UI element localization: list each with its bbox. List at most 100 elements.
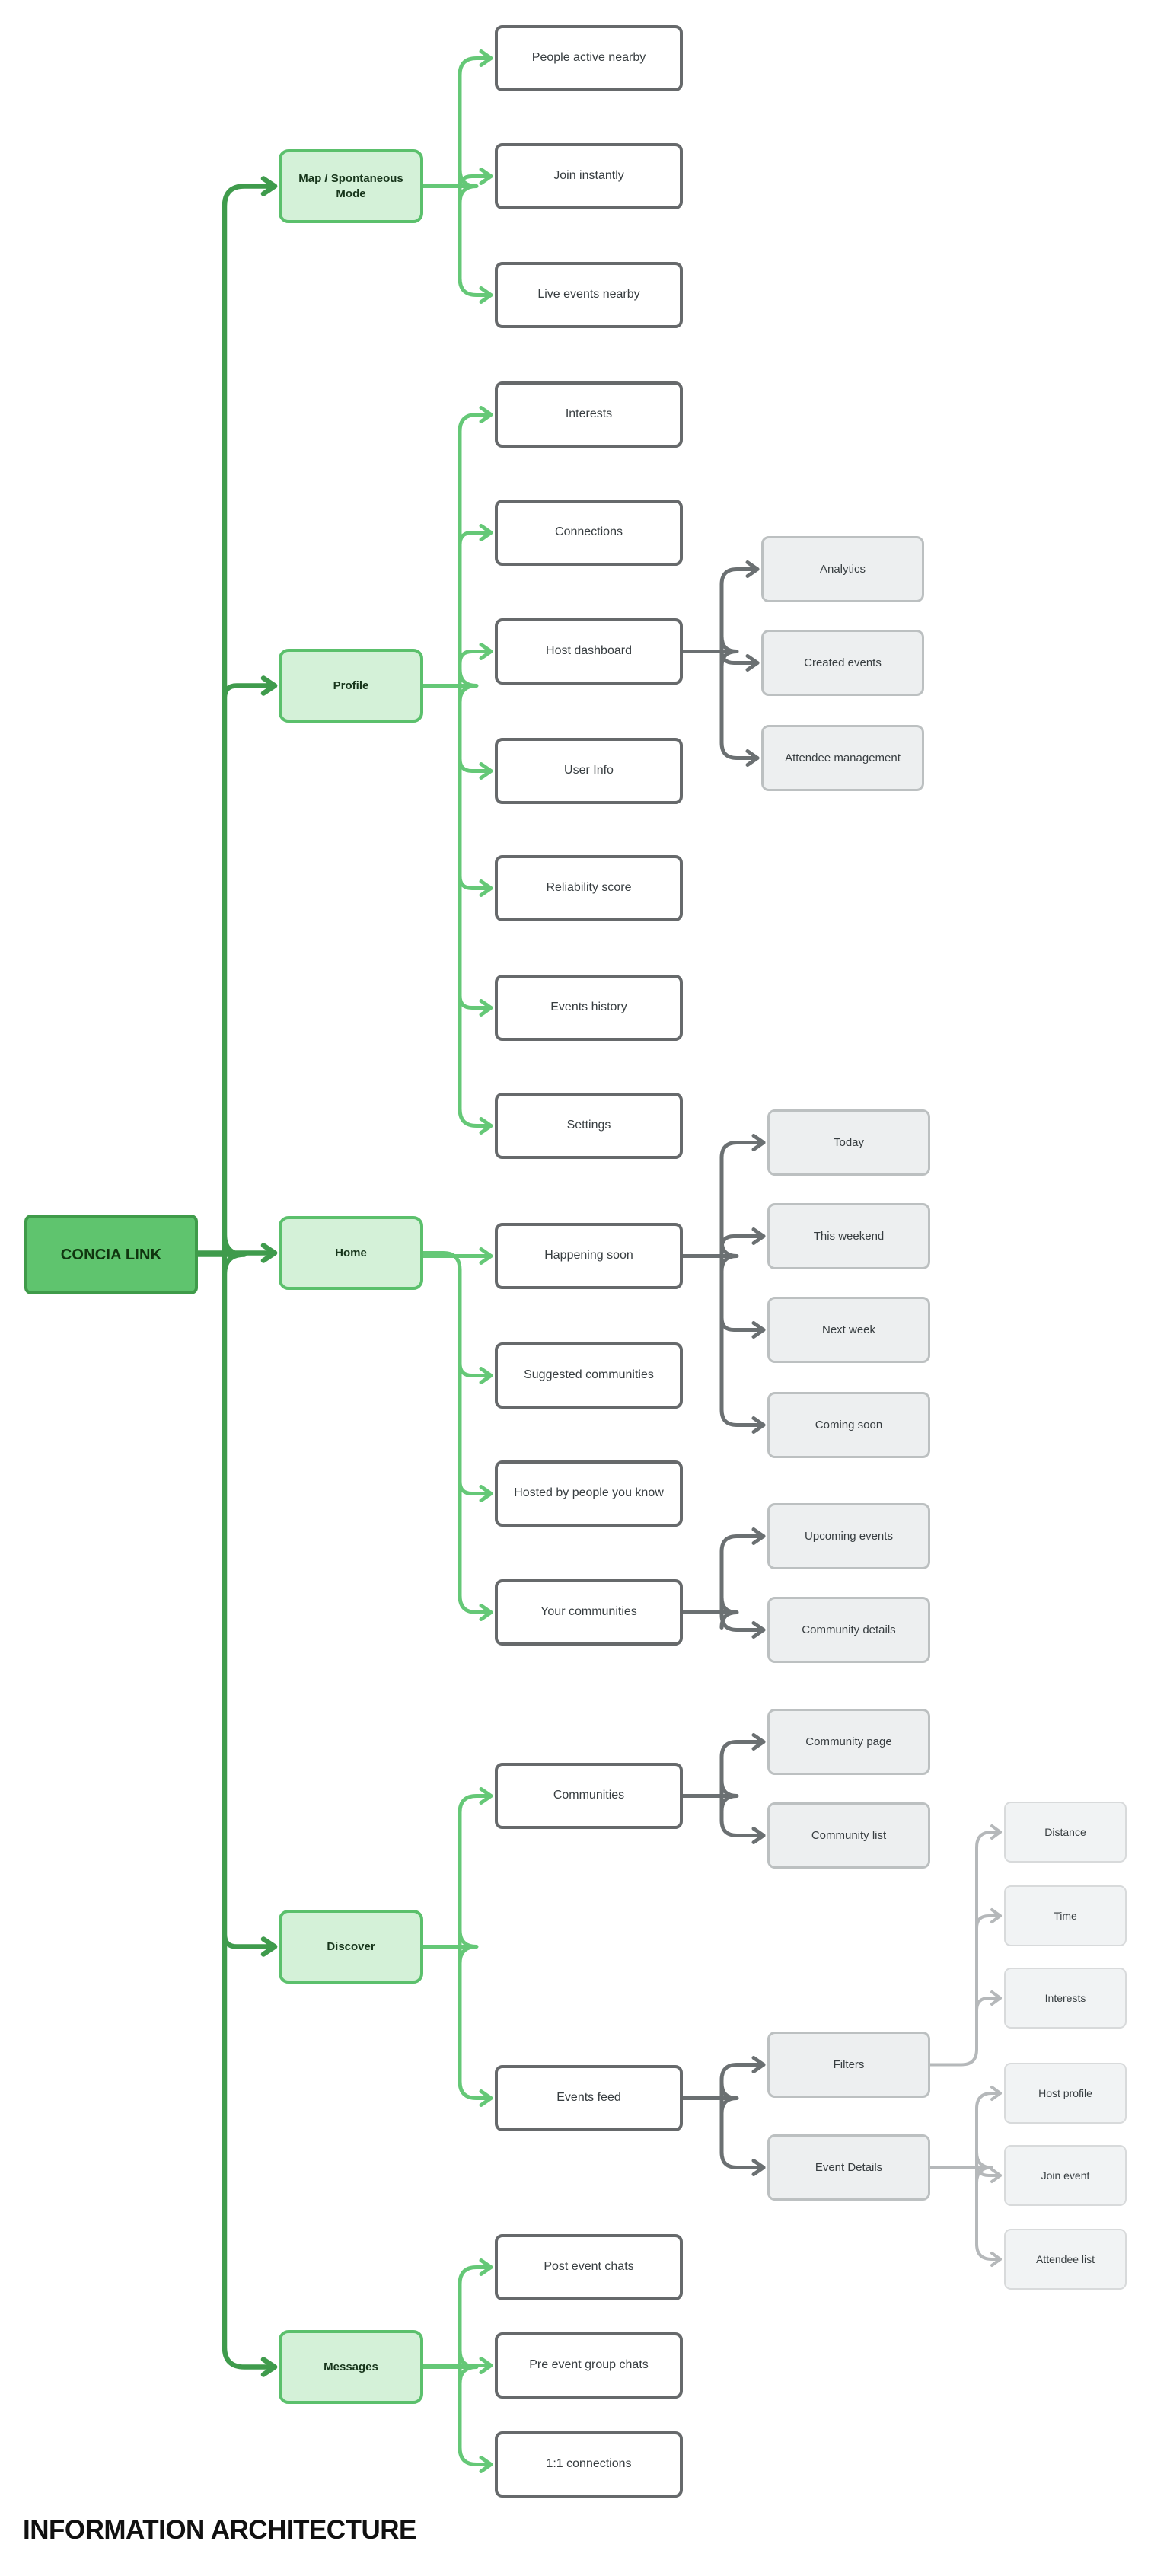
node-home: Home	[279, 1216, 423, 1290]
node-label: Attendee list	[1035, 2252, 1095, 2265]
node-label: Filters	[833, 2057, 865, 2071]
node-community-page: Community page	[767, 1709, 930, 1775]
node-events-feed: Events feed	[495, 2065, 683, 2131]
node-happening-soon: Happening soon	[495, 1223, 683, 1289]
connector	[195, 184, 278, 2370]
node-attendee-list: Attendee list	[1004, 2229, 1127, 2290]
connector	[929, 2092, 1002, 2261]
connector	[421, 56, 493, 297]
node-profile: Profile	[279, 649, 423, 723]
node-label: Community page	[805, 1735, 892, 1748]
node-label: Upcoming events	[805, 1529, 893, 1543]
node-label: Join event	[1041, 2169, 1090, 2182]
node-join-instantly: Join instantly	[495, 143, 683, 209]
node-label: Interests	[565, 407, 613, 421]
node-label: Attendee management	[785, 751, 901, 765]
connector	[421, 1794, 493, 2100]
node-discover: Discover	[279, 1910, 423, 1984]
node-settings: Settings	[495, 1093, 683, 1159]
node-label: Coming soon	[815, 1418, 883, 1432]
connector	[421, 1251, 493, 1614]
node-label: Reliability score	[546, 881, 632, 895]
connector	[421, 413, 493, 1128]
node-label: Community details	[802, 1623, 896, 1636]
node-label: Communities	[553, 1789, 625, 1802]
connector	[479, 49, 493, 304]
node-label: Events feed	[556, 2091, 621, 2105]
connector	[751, 1134, 766, 1434]
connector	[929, 1831, 1002, 2067]
node-label: People active nearby	[531, 51, 646, 65]
node-label: Analytics	[819, 562, 866, 576]
node-people-active-nearby: People active nearby	[495, 25, 683, 91]
node-one-to-one-connections: 1:1 connections	[495, 2431, 683, 2498]
node-label: Happening soon	[544, 1249, 633, 1262]
node-label: Map / Spontaneous Mode	[298, 172, 403, 200]
node-label: Interests	[1044, 1991, 1086, 2004]
node-join-event: Join event	[1004, 2145, 1127, 2206]
diagram-title: INFORMATION ARCHITECTURE	[23, 2515, 416, 2545]
node-this-weekend: This weekend	[767, 1203, 930, 1269]
node-label: User Info	[564, 764, 614, 777]
node-label: Events history	[550, 1001, 627, 1014]
node-label: Host dashboard	[546, 644, 632, 658]
node-communities: Communities	[495, 1763, 683, 1829]
node-label: Settings	[566, 1119, 611, 1132]
node-label: Pre event group chats	[529, 2358, 649, 2372]
node-label: Post event chats	[544, 2260, 634, 2274]
connector	[990, 2086, 1002, 2267]
connector	[681, 1740, 766, 1837]
node-messages: Messages	[279, 2330, 423, 2404]
node-coming-soon: Coming soon	[767, 1392, 930, 1458]
connector	[745, 560, 760, 767]
node-connections: Connections	[495, 500, 683, 566]
connector	[479, 406, 493, 1135]
node-your-communities: Your communities	[495, 1579, 683, 1646]
connector	[421, 2265, 493, 2466]
node-label: Home	[335, 1246, 367, 1259]
node-label: 1:1 connections	[546, 2457, 632, 2471]
node-time: Time	[1004, 1885, 1127, 1946]
node-suggested-communities: Suggested communities	[495, 1342, 683, 1409]
node-event-details: Event Details	[767, 2134, 930, 2201]
node-pre-event-group-chats: Pre event group chats	[495, 2332, 683, 2399]
node-created-events: Created events	[761, 630, 924, 696]
node-label: Hosted by people you know	[514, 1486, 664, 1500]
node-label: Discover	[327, 1939, 375, 1953]
node-reliability-score: Reliability score	[495, 855, 683, 921]
node-label: Suggested communities	[524, 1368, 654, 1382]
node-label: Event Details	[815, 2160, 883, 2174]
node-analytics: Analytics	[761, 536, 924, 602]
node-post-event-chats: Post event chats	[495, 2234, 683, 2300]
node-upcoming-events: Upcoming events	[767, 1503, 930, 1569]
node-community-details: Community details	[767, 1597, 930, 1663]
node-label: Today	[833, 1135, 865, 1149]
node-live-events-nearby: Live events nearby	[495, 262, 683, 328]
node-root: CONCIA LINK	[24, 1215, 198, 1294]
node-label: Created events	[804, 656, 882, 669]
node-interests: Interests	[495, 381, 683, 448]
node-host-profile: Host profile	[1004, 2063, 1127, 2124]
node-today: Today	[767, 1109, 930, 1176]
connector	[479, 1247, 493, 1621]
connector	[990, 1824, 1002, 2006]
connector	[681, 1534, 766, 1632]
node-community-list: Community list	[767, 1802, 930, 1869]
node-label: Distance	[1044, 1825, 1086, 1838]
node-map-mode: Map / Spontaneous Mode	[279, 149, 423, 223]
node-hosted-by-people: Hosted by people you know	[495, 1460, 683, 1527]
node-label: Community list	[811, 1828, 887, 1842]
node-label: Connections	[555, 525, 623, 539]
node-distance: Distance	[1004, 1802, 1127, 1863]
node-filters: Filters	[767, 2032, 930, 2098]
connector	[681, 567, 760, 760]
node-label: Messages	[324, 2360, 378, 2373]
node-label: Host profile	[1038, 2086, 1092, 2099]
node-events-history: Events history	[495, 975, 683, 1041]
node-user-info: User Info	[495, 738, 683, 804]
node-attendee-management: Attendee management	[761, 725, 924, 791]
node-label: Join instantly	[553, 169, 624, 183]
connector	[260, 176, 278, 2377]
